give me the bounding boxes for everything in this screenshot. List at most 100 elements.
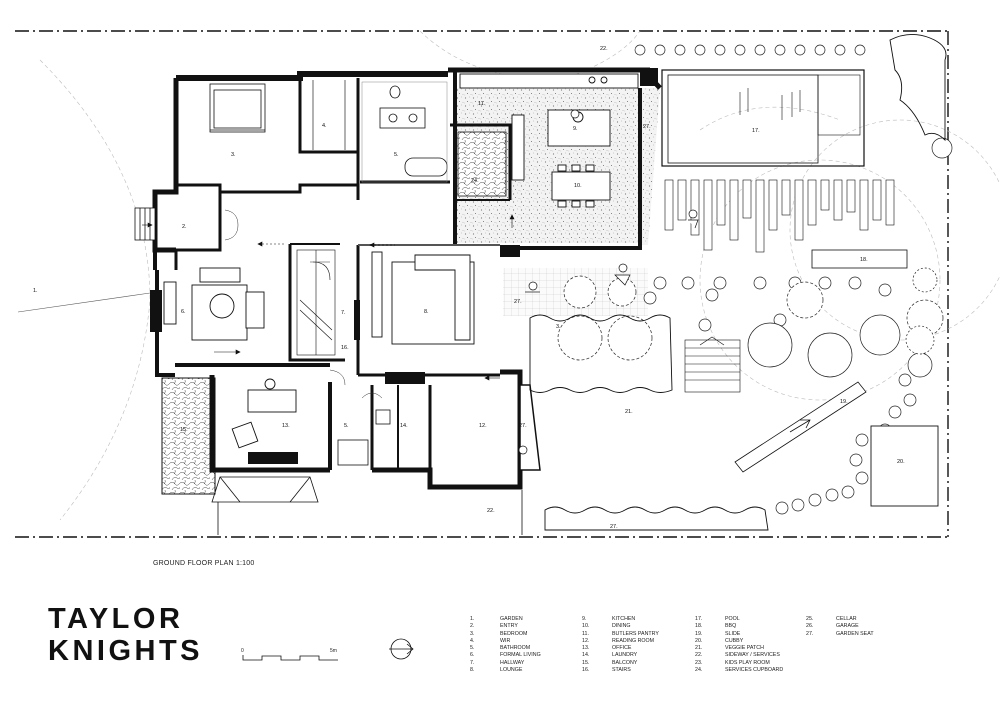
plan-caption: GROUND FLOOR PLAN 1:100	[153, 560, 255, 567]
room-number-bathroom-2: 5.	[344, 423, 349, 429]
legend-item: 18.BBQ	[695, 623, 737, 630]
room-number-laundry: 14.	[400, 423, 408, 429]
scale-bar-end-label: 5m	[330, 648, 337, 654]
door-swings	[224, 209, 383, 399]
legend-column-2: 9.KITCHEN 10.DINING 11.BUTLERS PANTRY 12…	[582, 616, 659, 674]
people-figures	[518, 109, 699, 455]
room-numbers: 1. 2. 3. 4. 5. 5. 6. 7. 8. 9. 10. 11. 12…	[33, 46, 905, 530]
garden-stairs	[684, 336, 741, 393]
north-arrow-icon	[389, 638, 414, 660]
stairs	[296, 249, 336, 356]
room-number-garden-seat: 27.	[643, 124, 651, 130]
bed	[209, 83, 266, 133]
house-walls	[152, 67, 662, 490]
room-number-cubby: 20.	[897, 459, 905, 465]
formal-living-furniture	[163, 267, 265, 341]
legend-item: 7.HALLWAY	[470, 659, 525, 666]
legend-item: 11.BUTLERS PANTRY	[582, 630, 659, 637]
legend-column-4: 25.CELLAR 26.GARAGE 27.GARDEN SEAT	[806, 616, 874, 638]
legend-item: 10.DINING	[582, 623, 631, 630]
legend-item: 20.CUBBY	[695, 637, 744, 644]
legend-item: 19.SLIDE	[695, 630, 741, 637]
room-number-services-cupboard: 24.	[471, 178, 479, 184]
brand-line-1: TAYLOR	[48, 603, 184, 635]
room-number-entry: 2.	[182, 224, 187, 230]
wir-shelves	[312, 80, 346, 150]
veggie-patch-hedge	[529, 34, 947, 531]
room-number-veggie-patch-2: 3.	[556, 324, 561, 330]
room-number-butlers-pantry: 11.	[478, 101, 486, 107]
dining-table	[551, 164, 611, 208]
legend-item: 4.WIR	[470, 637, 511, 644]
legend-column-3: 17.POOL 18.BBQ 19.SLIDE 20.CUBBY 21.VEGG…	[695, 616, 783, 674]
bathroom-fixtures	[361, 81, 448, 183]
room-number-slide: 19.	[840, 399, 848, 405]
legend-item: 1.GARDEN	[470, 616, 523, 622]
pantry-planter	[457, 131, 507, 197]
balcony-stone-floor	[161, 377, 216, 495]
legend-item: 13.OFFICE	[582, 645, 632, 652]
room-number-garden-seat-4: 27.	[610, 524, 618, 530]
paving-strips	[664, 179, 895, 253]
room-number-pool: 17.	[752, 128, 760, 134]
kitchen-fixtures	[459, 73, 639, 181]
bbq-bench	[811, 249, 908, 269]
legend-item: 22.SIDEWAY / SERVICES	[695, 652, 780, 659]
legend-item: 26.GARAGE	[806, 623, 859, 630]
garden-trees	[557, 44, 953, 515]
legend-item: 5.BATHROOM	[470, 645, 531, 652]
room-number-office: 13.	[282, 423, 290, 429]
legend-item: 9.KITCHEN	[582, 616, 636, 622]
scale-bar-start-label: 0	[241, 648, 244, 654]
room-number-wir: 4.	[322, 123, 327, 129]
room-number-reading-room: 12.	[479, 423, 487, 429]
cubby	[870, 425, 939, 507]
room-number-stairs: 16.	[341, 345, 349, 351]
legend-item: 24.SERVICES CUPBOARD	[695, 667, 784, 674]
legend-item: 2.ENTRY	[470, 623, 518, 630]
garden-axis-line	[17, 292, 151, 313]
property-boundary	[15, 30, 949, 538]
legend-column-1: 1.GARDEN 2.ENTRY 3.BEDROOM 4.WIR 5.BATHR…	[470, 616, 541, 674]
solid-wall-blocks	[150, 68, 658, 464]
room-number-veggie-patch: 21.	[625, 409, 633, 415]
room-number-garden-seat-2: 27.	[514, 299, 522, 305]
room-number-lounge: 8.	[424, 309, 429, 315]
room-number-balcony: 15.	[180, 427, 188, 433]
pool	[661, 69, 865, 167]
tree-canopy-arcs	[39, 30, 1000, 521]
legend-item: 21.VEGGIE PATCH	[695, 645, 764, 652]
room-number-dining: 10.	[574, 183, 582, 189]
legend-item: 14.LAUNDRY	[582, 652, 638, 659]
room-number-sideway-top: 22.	[600, 46, 608, 52]
room-number-kitchen: 9.	[573, 126, 578, 132]
lounge-sofa	[371, 251, 475, 345]
garage-roof	[211, 476, 523, 535]
courtyard-floor	[640, 88, 660, 245]
room-number-formal-living: 6.	[181, 309, 186, 315]
circulation-arrows	[142, 214, 515, 381]
room-number-bedroom: 3.	[231, 152, 236, 158]
room-number-sideway-bottom: 22.	[487, 508, 495, 514]
laundry-fixtures	[337, 409, 391, 466]
room-number-hallway: 7.	[341, 310, 346, 316]
brand-logo: TAYLOR KNIGHTS	[48, 603, 203, 667]
legend-item: 12.READING ROOM	[582, 637, 655, 644]
brand-line-2: KNIGHTS	[48, 635, 203, 667]
room-number-bathroom: 5.	[394, 152, 399, 158]
legend-item: 23.KIDS PLAY ROOM	[695, 659, 770, 666]
legend-item: 25.CELLAR	[806, 616, 857, 622]
legend-item: 8.LOUNGE	[470, 667, 523, 674]
legend-item: 27.GARDEN SEAT	[806, 630, 874, 637]
scale-bar	[242, 655, 338, 661]
office-furniture	[231, 378, 297, 449]
legend-item: 3.BEDROOM	[470, 630, 528, 637]
entry-steps	[134, 207, 156, 241]
slide	[734, 381, 867, 473]
room-number-bbq: 18.	[860, 257, 868, 263]
room-number-garden-seat-3: 27.	[519, 423, 527, 429]
room-number-garden: 1.	[33, 288, 38, 294]
legend-item: 6.FORMAL LIVING	[470, 652, 541, 659]
legend-item: 17.POOL	[695, 616, 740, 622]
